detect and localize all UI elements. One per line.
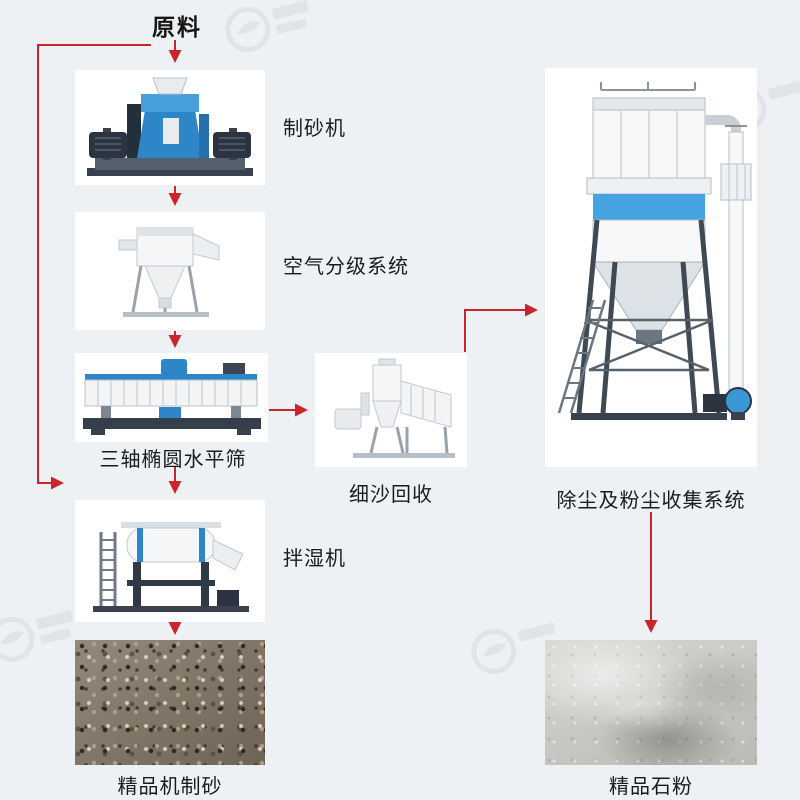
machine-sand-photo <box>75 640 265 765</box>
node-fine-sand-recovery <box>315 353 467 467</box>
node-dust-collection <box>545 68 757 467</box>
sand-maker-illustration <box>87 77 253 176</box>
label-air-classifier: 空气分级系统 <box>283 256 409 278</box>
source-material-label: 原料 <box>152 14 202 40</box>
label-triaxial-screen: 三轴椭圆水平筛 <box>99 449 247 471</box>
node-air-classifier <box>75 212 265 330</box>
node-sand-maker <box>75 70 265 185</box>
stone-powder-photo <box>545 640 757 765</box>
label-wet-mixer: 拌湿机 <box>283 548 346 570</box>
label-stone-powder: 精品石粉 <box>609 776 693 798</box>
dust-collection-illustration <box>557 82 752 420</box>
label-dust-collection: 除尘及粉尘收集系统 <box>556 490 746 512</box>
label-sand-maker: 制砂机 <box>283 118 346 140</box>
arrow-recovery-to-dust-system <box>464 303 538 352</box>
triaxial-screen-illustration <box>83 359 261 435</box>
label-fine-sand-recovery: 细沙回收 <box>349 484 433 506</box>
label-machine-sand: 精品机制砂 <box>117 776 223 798</box>
node-triaxial-screen <box>75 353 268 442</box>
fine-sand-recovery-illustration <box>334 358 455 458</box>
node-wet-mixer <box>75 500 265 622</box>
air-classifier-illustration <box>118 227 220 317</box>
watermark-logo <box>216 0 324 70</box>
wet-mixer-illustration <box>93 522 249 612</box>
